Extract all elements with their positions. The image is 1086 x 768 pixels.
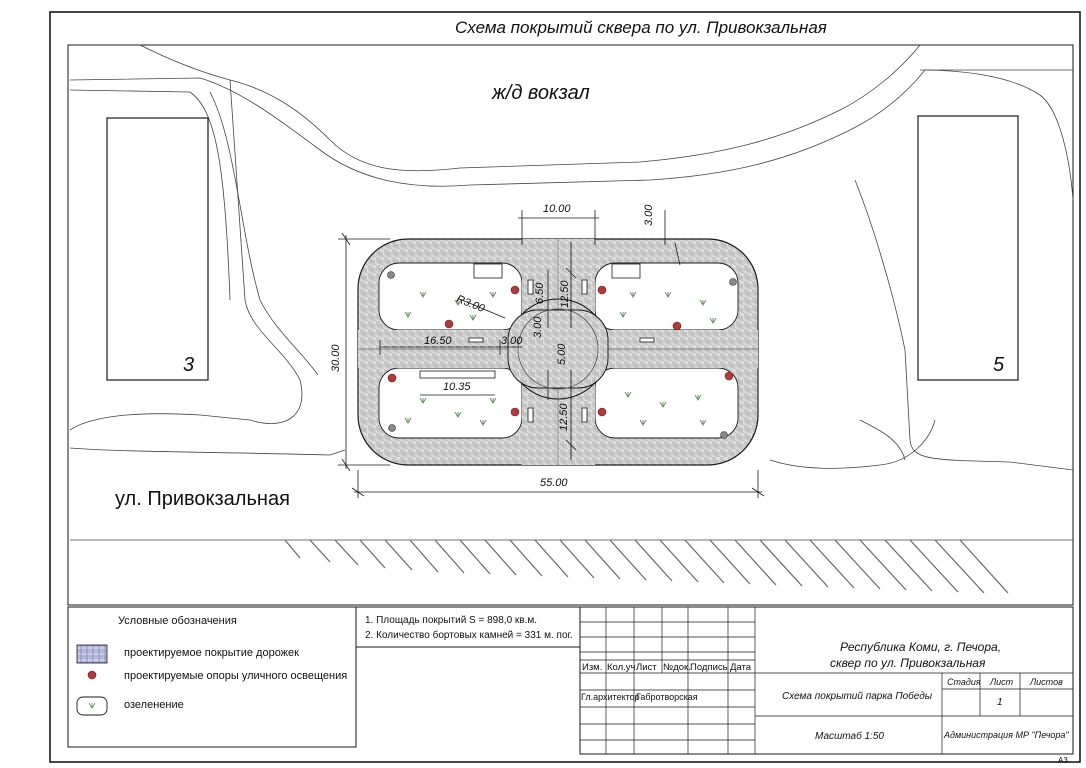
stamp-stage-label: Стадия [947,677,981,687]
building-number-3: 3 [183,354,195,376]
stamp-project-line2: сквер по ул. Привокзальная [830,656,986,670]
stamp-role: Гл.архитектор [581,692,640,702]
stamp-sheet-label: Лист [990,677,1014,687]
central-plaza [507,309,609,389]
legend-paving-symbol [76,644,108,664]
dim-3-00-a: 3.00 [532,316,544,338]
dimension-lines [338,210,765,498]
legend-item-paving: проектируемое покрытие дорожек [124,647,299,659]
stamp-drawing-name: Схема покрытий парка Победы [782,691,933,702]
stamp-header-izm: Изм. [582,662,603,673]
parking-hatch [284,539,1009,594]
corner-bollards [387,271,737,439]
stamp-header-ndoc: №док. [663,662,691,673]
dim-6-50: 6.50 [534,282,546,304]
building-number-5: 5 [993,354,1005,376]
map-frame [67,44,1074,606]
sheet-format: А3 [1058,756,1068,765]
outer-frame [49,11,1081,763]
dim-border-width: 3.00 [643,204,655,226]
legend-lamp-symbol [87,670,97,680]
dim-10-35: 10.35 [443,381,471,393]
note-curbs: 2. Количество бортовых камней = 331 м. п… [365,630,573,641]
dim-12-50-top: 12.50 [559,280,571,308]
stamp-scale: Масштаб 1:50 [815,731,884,742]
street-lamps [387,285,734,417]
stamp-sheets-label: Листов [1030,677,1063,687]
building-5 [917,115,1019,381]
dim-16-50: 16.50 [424,335,452,347]
stamp-grid [580,607,1073,754]
stamp-project-line1: Республика Коми, г. Печора, [840,640,1002,654]
dim-12-50-bottom: 12.50 [558,403,570,431]
stamp-person: Габротворская [636,692,698,702]
lawns [378,262,739,439]
grass-marks [404,291,717,426]
legend-item-lamps: проектируемые опоры уличного освещения [124,670,348,682]
stamp-header-koluch: Кол.уч [607,662,636,673]
building-3 [106,117,209,381]
legend-item-lawn: озеленение [124,699,184,711]
stamp-header-list: Лист [636,662,657,673]
dim-width-total: 55.00 [540,477,568,489]
legend-title: Условные обозначения [118,615,237,627]
note-area: 1. Площадь покрытий S = 898,0 кв.м. [365,615,538,626]
dim-3-00-b: 3.00 [501,335,523,347]
stamp-sheet-value: 1 [997,697,1003,708]
dim-height-total: 30.00 [330,344,342,372]
stamp-header-date: Дата [730,662,752,673]
street-lines [69,44,1074,541]
street-label: ул. Привокзальная [115,488,290,510]
bottom-frames [67,606,1074,755]
dim-5-00: 5.00 [556,343,568,365]
sheet-title: Схема покрытий сквера по ул. Привокзальн… [455,18,827,37]
stamp-organization: Администрация МР "Печора" [944,730,1069,740]
dim-top-entrance: 10.00 [543,203,571,215]
station-label: ж/д вокзал [492,82,590,104]
benches [419,263,655,423]
stamp-header-sign: Подпись [690,662,728,673]
